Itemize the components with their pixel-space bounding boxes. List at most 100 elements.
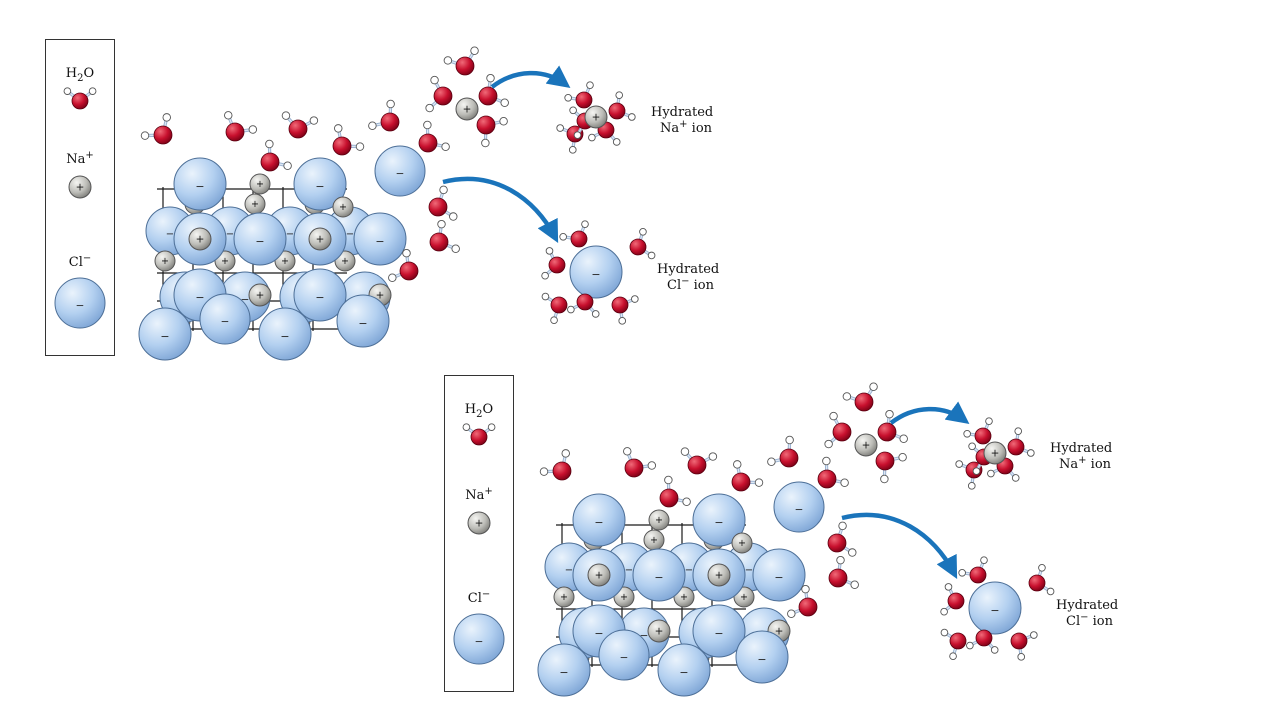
chloride-ion: − [968,581,1022,635]
sodium-ion: + [647,619,671,643]
water-molecule [476,115,508,148]
minus-sign: − [620,652,629,664]
legend-sodium-label: Na+ [66,150,94,167]
plus-sign: + [655,626,664,638]
plus-sign: + [740,592,748,603]
chloride-ion: − [353,212,407,266]
water-molecule [767,435,799,468]
chloride-ion: − [453,613,505,665]
minus-sign: − [559,666,568,679]
water-molecule [940,583,965,616]
plus-sign: + [680,592,688,603]
water-molecule [828,555,859,589]
minus-sign: − [475,636,484,648]
water-molecule [541,292,568,325]
minus-sign: − [286,229,294,240]
water-molecule [443,46,479,76]
water-molecule [987,457,1020,482]
water-molecule [429,219,460,253]
sodium-ion: + [553,586,575,608]
sodium-ion: + [244,193,266,215]
arrow-to-hydrated-na [889,401,970,425]
sodium-ion: + [648,509,670,531]
water-molecule [539,449,572,481]
minus-sign: − [358,317,367,330]
minus-sign: − [166,229,174,240]
arrow-to-hydrated-na [490,65,571,89]
plus-sign: + [376,290,385,302]
sodium-ion: + [332,196,354,218]
plus-sign: + [655,515,663,526]
legend-water-label: H2O [66,66,94,84]
water-molecule [564,81,594,109]
chloride-ion: − [293,157,347,211]
minus-sign: − [990,604,999,617]
sodium-ion: + [467,511,491,535]
water-molecule [629,227,656,260]
minus-sign: − [160,330,169,343]
water-molecule [63,87,97,110]
water-molecule [140,113,173,145]
chloride-ion: − [199,293,251,345]
water-molecule [425,75,453,113]
water-molecule [332,124,365,156]
minus-sign: − [195,291,204,304]
water-molecule [958,556,988,584]
chloride-ion: − [569,245,623,299]
water-molecule [1007,427,1035,457]
chloride-ion: − [138,307,192,361]
sodium-being-hydrated: + [425,46,509,148]
minus-sign: − [346,229,354,240]
minus-sign: − [226,229,234,240]
chloride-ion: − [632,548,686,602]
plus-sign: + [339,202,347,213]
legend-chloride-label: Cl− [468,589,491,606]
sodium-ion: + [68,175,92,199]
minus-sign: − [280,330,289,343]
plus-sign: + [991,448,1000,460]
chloride-ion: − [258,307,312,361]
water-molecule [462,423,496,446]
hydrated-sodium-ion: + [955,417,1035,490]
hydrated-na-label-line1: Hydrated [1050,441,1112,456]
plus-sign: + [475,518,484,530]
plus-sign: + [595,570,604,582]
hydrated-cl-label-line2: Cl− ion [1066,612,1114,629]
water-molecule [260,139,292,172]
sodium-ion: + [188,227,212,251]
water-molecule [368,99,400,132]
water-molecule [966,629,999,654]
sodium-ion: + [584,105,608,129]
nacl-crystal: −−−−+++++++++++−−−−−−++−−−++−−−++−−−− [138,157,407,361]
sodium-ion: + [731,532,753,554]
water-molecule [824,411,852,449]
water-molecule [842,382,878,412]
water-molecule [1010,631,1038,661]
sodium-ion: + [983,441,1007,465]
water-molecule [611,295,639,325]
water-molecule [1028,563,1055,596]
minus-sign: − [594,627,603,640]
sodium-being-hydrated: + [824,382,908,484]
minus-sign: − [654,571,663,584]
sodium-ion: + [248,283,272,307]
sodium-ion: + [455,97,479,121]
hydrated-chloride-ion: − [940,556,1055,661]
plus-sign: + [738,538,746,549]
minus-sign: − [795,504,804,516]
water-molecule [588,121,621,146]
water-molecule [559,220,589,248]
minus-sign: − [625,565,633,576]
minus-sign: − [76,300,85,312]
plus-sign: + [161,256,169,267]
chloride-ion: − [233,212,287,266]
water-molecule [224,111,258,142]
hydrated-na-label-line1: Hydrated [651,105,713,120]
chloride-ion: − [173,157,227,211]
reaction-arrows [841,401,970,579]
minus-sign: − [396,168,405,180]
water-molecule [940,628,967,661]
